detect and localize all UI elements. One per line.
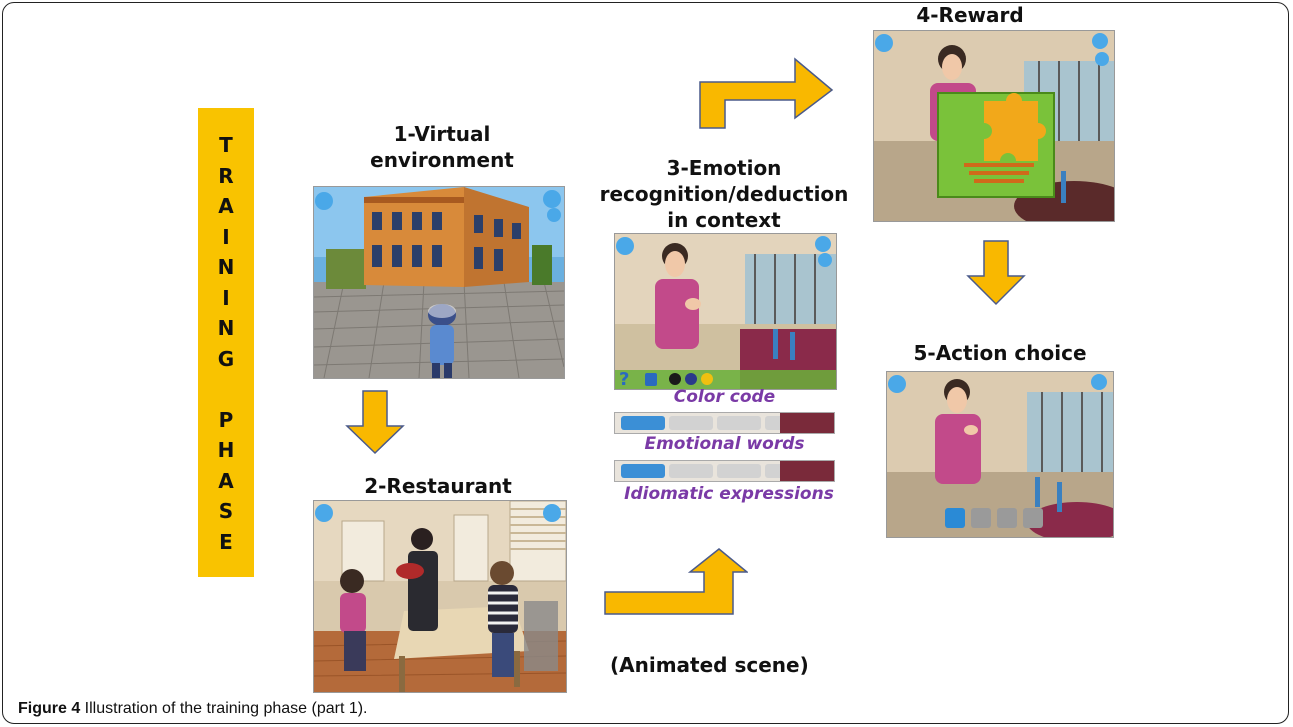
action-choice-screenshot	[886, 371, 1114, 538]
phase-letter: A	[218, 468, 234, 493]
step4-title: 4-Reward	[916, 3, 1024, 27]
phase-letter: N	[217, 316, 235, 340]
phase-letter: S	[218, 499, 234, 523]
word-chip	[717, 416, 761, 430]
phase-letter: I	[222, 224, 230, 249]
phase-letter: G	[217, 346, 235, 371]
strip-scene-crop	[780, 461, 834, 481]
step2-title: 2-Restaurant	[364, 474, 512, 498]
step3-title-line2: recognition/deduction	[599, 182, 849, 206]
virtual-environment-screenshot	[313, 186, 565, 379]
figure-label: Figure 4	[18, 700, 81, 717]
phase-letter: T	[219, 133, 233, 157]
training-phase-bar: T R A I N I N G P H A S E	[198, 108, 254, 577]
step3-title: 3-Emotion recognition/deduction in conte…	[594, 155, 854, 233]
arrow-down-icon	[345, 390, 405, 455]
expression-chip	[717, 464, 761, 478]
figure-caption: Figure 4 Illustration of the training ph…	[18, 700, 368, 718]
restaurant-screenshot	[313, 500, 567, 693]
phase-letter: R	[218, 163, 234, 188]
arrow-down-icon	[966, 240, 1026, 306]
figure-caption-text: Illustration of the training phase (part…	[80, 700, 368, 717]
emotion-recognition-screenshot: ?	[614, 233, 837, 390]
idiomatic-expressions-caption: Idiomatic expressions	[624, 484, 834, 504]
color-code-caption: Color code	[673, 387, 776, 407]
phase-letter: P	[218, 407, 234, 432]
phase-letter: A	[218, 194, 234, 218]
expression-chip	[621, 464, 665, 478]
arrow-up-right-icon	[699, 57, 834, 129]
strip-scene-crop	[780, 413, 834, 433]
expression-chip	[669, 464, 713, 478]
phase-letter: H	[217, 438, 235, 462]
svg-text:?: ?	[619, 369, 629, 389]
arrow-right-up-icon	[604, 548, 748, 615]
word-chip	[669, 416, 713, 430]
step5-title: 5-Action choice	[913, 341, 1087, 365]
phase-letter: I	[222, 285, 230, 310]
step1-title-line2: environment	[370, 148, 514, 172]
word-chip	[621, 416, 665, 430]
step1-title: 1-Virtual environment	[362, 121, 522, 173]
step3-title-line3: in context	[667, 208, 781, 232]
animated-scene-label: (Animated scene)	[610, 653, 809, 677]
emotional-words-strip	[614, 412, 835, 434]
phase-letter: N	[217, 255, 235, 279]
step3-title-line1: 3-Emotion	[666, 156, 782, 180]
reward-screenshot	[873, 30, 1115, 222]
step1-title-line1: 1-Virtual	[393, 122, 491, 146]
emotional-words-caption: Emotional words	[644, 434, 805, 454]
idiomatic-expressions-strip	[614, 460, 835, 482]
phase-letter: E	[219, 529, 233, 554]
